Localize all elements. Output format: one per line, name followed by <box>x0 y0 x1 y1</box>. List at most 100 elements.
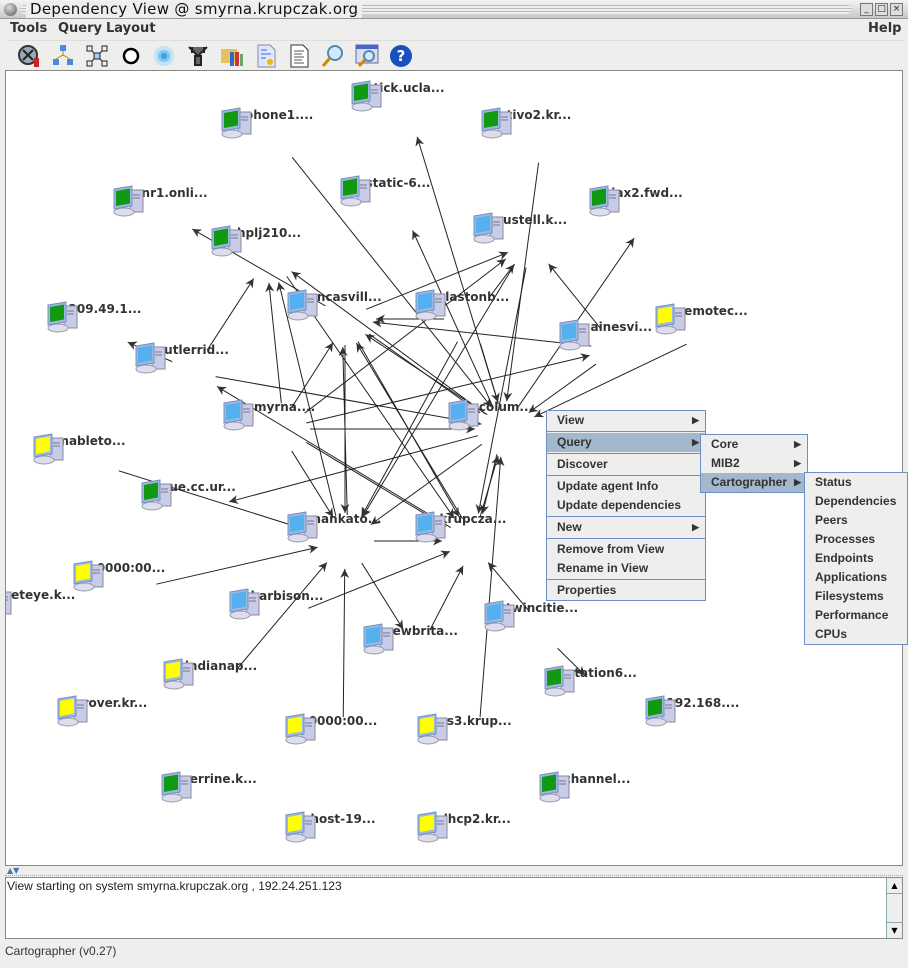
menu-item-remove-from-view[interactable]: Remove from View <box>547 540 705 559</box>
scroll-up-icon[interactable]: ▲ <box>887 878 902 894</box>
host-node[interactable]: remotec... <box>653 303 773 335</box>
computer-icon <box>285 811 316 843</box>
host-node[interactable]: harbison... <box>227 588 347 620</box>
host-node[interactable]: host-19... <box>283 811 403 843</box>
menu-item-dependencies[interactable]: Dependencies <box>805 492 907 511</box>
search-icon[interactable] <box>320 43 346 69</box>
menu-layout[interactable]: Layout <box>106 21 156 36</box>
menu-item-processes[interactable]: Processes <box>805 530 907 549</box>
close-icon[interactable]: × <box>890 3 903 16</box>
computer-icon <box>481 107 512 139</box>
dependency-edge <box>362 264 516 518</box>
host-label: smyrna.... <box>246 400 316 414</box>
folder-icon[interactable] <box>219 43 245 69</box>
split-pane-divider[interactable]: ▲▼ <box>5 867 903 876</box>
menu-item-performance[interactable]: Performance <box>805 606 907 625</box>
host-node[interactable]: cutlerrid... <box>133 342 253 374</box>
menu-item-label: Update dependencies <box>557 498 682 512</box>
host-node[interactable]: twincitie... <box>482 600 602 632</box>
log-scrollbar[interactable]: ▲ ▼ <box>886 878 902 938</box>
computer-icon <box>340 175 371 207</box>
host-node[interactable]: cnr1.onli... <box>111 185 231 217</box>
menu-item-applications[interactable]: Applications <box>805 568 907 587</box>
submenu-arrow-icon: ▶ <box>692 437 699 447</box>
menu-item-label: Query <box>557 435 592 449</box>
report-icon[interactable] <box>253 43 279 69</box>
zoom-fit-icon[interactable] <box>16 43 42 69</box>
menu-item-status[interactable]: Status <box>805 473 907 492</box>
menu-item-cartographer[interactable]: Cartographer▶ <box>701 473 807 492</box>
host-node[interactable]: sue.cc.ur... <box>139 479 259 511</box>
grid-layout-icon[interactable] <box>84 43 110 69</box>
host-node[interactable]: mankato... <box>285 511 405 543</box>
menu-item-update-agent-info[interactable]: Update agent Info <box>547 477 705 496</box>
menu-item-peers[interactable]: Peers <box>805 511 907 530</box>
host-node[interactable]: tivo2.kr... <box>479 107 599 139</box>
dependency-edge <box>429 565 464 631</box>
computer-icon <box>229 588 260 620</box>
host-node[interactable]: gainesvi... <box>557 319 677 351</box>
menu-item-discover[interactable]: Discover <box>547 455 705 474</box>
host-node[interactable]: 0000:00... <box>283 713 403 745</box>
search-window-icon[interactable] <box>354 43 380 69</box>
tree-layout-icon[interactable] <box>50 43 76 69</box>
menu-item-core[interactable]: Core▶ <box>701 435 807 454</box>
host-node[interactable]: mableto... <box>31 433 151 465</box>
maximize-icon[interactable]: □ <box>875 3 888 16</box>
menu-item-query[interactable]: Query ▶ <box>547 433 705 452</box>
menu-item-endpoints[interactable]: Endpoints <box>805 549 907 568</box>
minimize-icon[interactable]: _ <box>860 3 873 16</box>
host-node[interactable]: 192.168.... <box>643 695 763 727</box>
menu-item-filesystems[interactable]: Filesystems <box>805 587 907 606</box>
host-node[interactable]: austell.k... <box>471 212 591 244</box>
menu-help[interactable]: Help <box>868 21 902 36</box>
menu-separator <box>547 538 705 539</box>
host-node[interactable]: krupcza... <box>413 511 533 543</box>
computer-icon <box>287 289 318 321</box>
menu-item-update-dependencies[interactable]: Update dependencies <box>547 496 705 515</box>
host-node[interactable]: neteye.k... <box>6 587 99 615</box>
host-node[interactable]: phone1.... <box>219 107 339 139</box>
host-node[interactable]: perrine.k... <box>159 771 279 803</box>
host-node[interactable]: smyrna.... <box>221 399 341 431</box>
menu-item-new[interactable]: New▶ <box>547 518 705 537</box>
menu-item-label: Performance <box>815 608 889 622</box>
host-node[interactable]: static-6... <box>338 175 458 207</box>
window-menu-icon[interactable] <box>4 3 17 16</box>
host-node[interactable]: tick.ucla... <box>349 80 469 112</box>
host-node[interactable]: dhcp2.kr... <box>415 811 535 843</box>
menu-tools[interactable]: Tools <box>10 21 48 36</box>
host-node[interactable]: uncasvill... <box>285 289 405 321</box>
svg-text:?: ? <box>397 47 406 65</box>
menu-item-properties[interactable]: Properties <box>547 581 705 600</box>
scroll-down-icon[interactable]: ▼ <box>887 922 902 938</box>
host-node[interactable]: iax2.fwd... <box>587 185 707 217</box>
host-node[interactable]: channel... <box>537 771 657 803</box>
host-node[interactable]: 209.49.1... <box>45 301 165 333</box>
radial-layout-icon[interactable] <box>151 43 177 69</box>
menu-item-view[interactable]: View▶ <box>547 411 705 430</box>
host-node[interactable]: ps3.krup... <box>415 713 535 745</box>
menu-item-label: Update agent Info <box>557 479 659 493</box>
host-label: harbison... <box>250 589 324 603</box>
host-node[interactable]: indianap... <box>161 658 281 690</box>
menu-item-rename-in-view[interactable]: Rename in View <box>547 559 705 578</box>
circle-layout-icon[interactable] <box>118 43 144 69</box>
dependency-edge <box>340 568 350 718</box>
title-stripes <box>20 5 852 14</box>
host-node[interactable]: rover.kr... <box>55 695 175 727</box>
host-node[interactable]: glastonb... <box>413 289 533 321</box>
host-node[interactable]: hplj210... <box>209 225 329 257</box>
menu-item-mib2[interactable]: MIB2▶ <box>701 454 807 473</box>
host-node[interactable]: station6... <box>542 665 662 697</box>
host-node[interactable]: colum... <box>446 399 566 431</box>
document-icon[interactable] <box>286 43 312 69</box>
host-node[interactable]: 0000:00... <box>71 560 191 592</box>
menu-item-cpus[interactable]: CPUs <box>805 625 907 644</box>
dependency-edge <box>365 251 509 310</box>
help-icon[interactable]: ? <box>388 43 414 69</box>
host-node[interactable]: newbrita... <box>361 623 481 655</box>
menu-query[interactable]: Query <box>58 21 103 36</box>
filter-icon[interactable] <box>185 43 211 69</box>
